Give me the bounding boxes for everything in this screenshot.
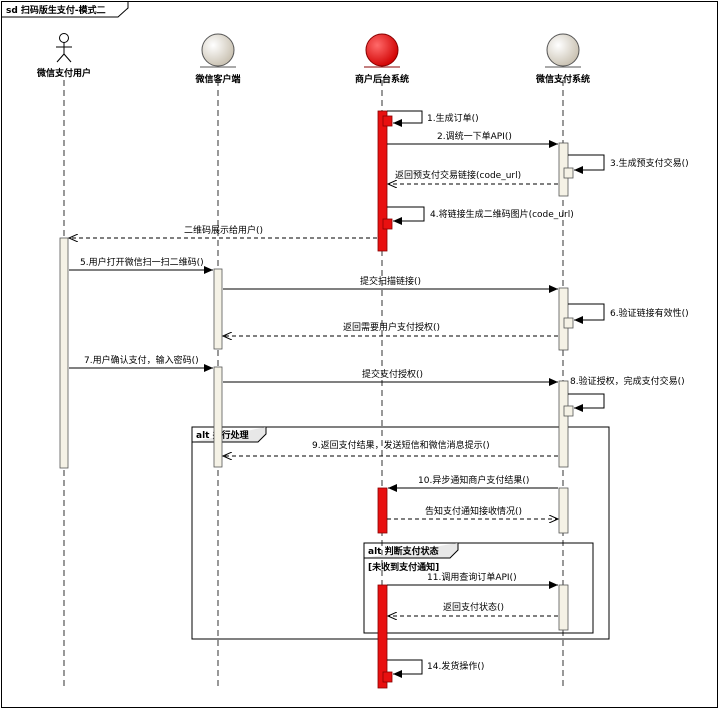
message-label: 9.返回支付结果，发送短信和微信消息提示() [312,439,490,451]
activation-bar [563,317,574,329]
activation-bar [558,584,569,631]
activation-bar [382,671,393,683]
activation-bar [213,268,223,350]
activation-bar [563,405,574,417]
message-label: 3.生成预支付交易() [610,157,689,169]
message-label: 二维码展示给用户() [184,224,263,236]
fragment-status-check [363,542,594,634]
message-self [387,659,423,678]
fragment-guard: [未收到支付通知] [368,561,439,573]
message-label: 提交支付授权() [362,368,423,380]
participant-label: 微信客户端 [194,73,240,85]
activation-bar [558,487,569,534]
message-self [568,393,605,412]
message-label: 告知支付通知接收情况() [425,505,522,517]
activation-bar [563,167,574,179]
message-label: 返回需要用户支付授权() [343,321,440,333]
participant-label: 微信支付系统 [535,73,590,85]
fragment-tab [364,543,459,559]
message-label: 2.调统一下单API() [437,130,512,142]
message-label: 返回预支付交易链接(code_url) [395,169,521,181]
entity-icon [545,33,581,68]
message-self [568,303,605,324]
message-label: 11.调用查询订单API() [427,571,517,583]
message-self [387,110,423,127]
message-label: 1.生成订单() [427,112,479,124]
message-label: 提交扫描链接() [360,275,421,287]
entity-icon [200,33,236,68]
activation-bar [377,487,388,534]
activation-bar [382,115,393,127]
message-label: 6.验证链接有效性() [610,307,689,319]
activation-bar [382,218,393,230]
message-self [568,154,605,174]
message-label: 4.将链接生成二维码图片(code_url) [430,208,574,220]
message-label: 8.验证授权，完成支付交易() [570,375,685,387]
message-label: 5.用户打开微信扫一扫二维码() [80,256,204,268]
entity-icon [364,33,400,68]
message-label: 返回支付状态() [443,601,504,613]
activation-bar [377,584,388,689]
participant-label: 微信支付用户 [36,67,91,79]
actor-icon [56,33,72,63]
fragment-tab [192,427,267,443]
frame-title-tab [1,1,129,18]
activation-bar [558,380,569,468]
activation-bar [377,110,388,252]
message-label: 14.发货操作() [427,660,484,672]
frame-title: sd 扫码版生支付-模式二 [6,4,106,16]
fragment-parallel [191,426,610,640]
message-self [387,206,425,225]
participant-label: 商户后台系统 [355,73,409,85]
fragment-label: alt 判断支付状态 [368,545,439,557]
activation-bar [213,366,223,468]
message-label: 7.用户确认支付，输入密码() [84,354,199,366]
activation-bar [59,237,69,469]
message-label: 10.异步通知商户支付结果() [418,474,529,486]
